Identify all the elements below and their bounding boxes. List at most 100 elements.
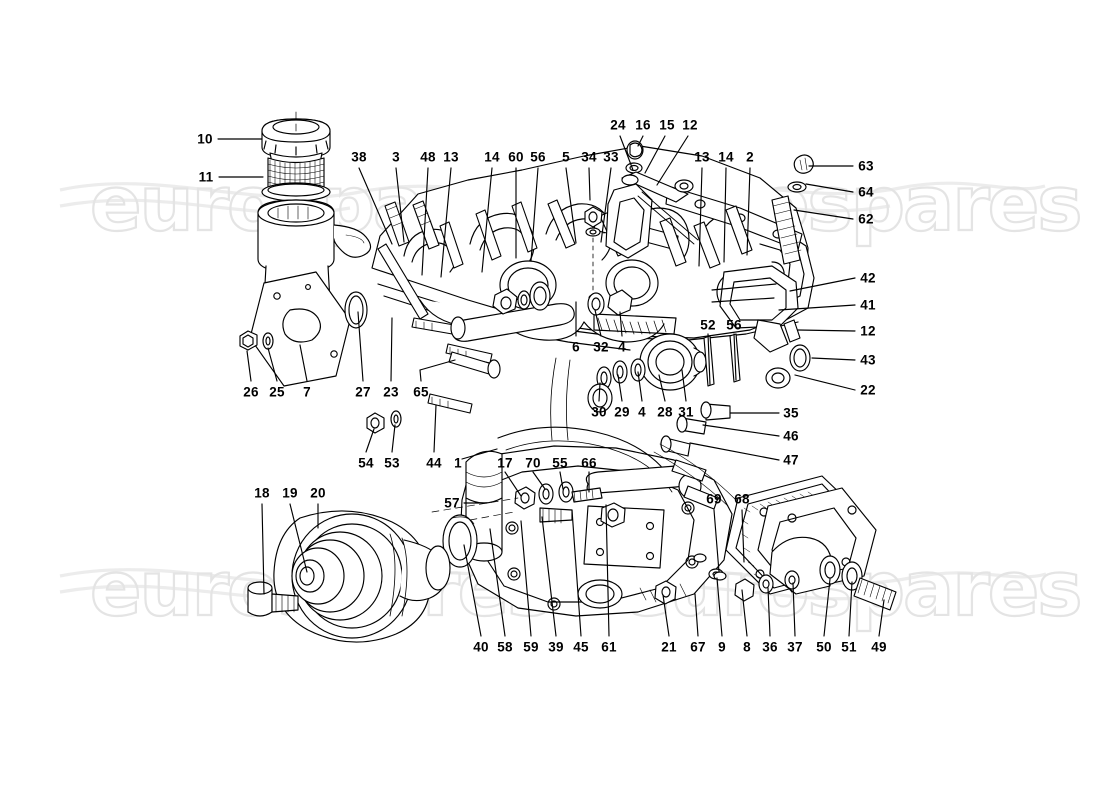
- callout-number-52[interactable]: 52: [700, 317, 716, 333]
- callout-number-1[interactable]: 1: [454, 455, 462, 471]
- leader-line-15: [644, 135, 666, 174]
- leader-line-3: [395, 167, 405, 243]
- callout-number-59[interactable]: 59: [523, 639, 539, 655]
- callout-number-14[interactable]: 14: [484, 149, 500, 165]
- callout-number-62[interactable]: 62: [858, 211, 874, 227]
- callout-number-53[interactable]: 53: [384, 455, 400, 471]
- callout-number-10[interactable]: 10: [197, 131, 213, 147]
- callout-number-40[interactable]: 40: [473, 639, 489, 655]
- callout-number-27[interactable]: 27: [355, 384, 371, 400]
- callout-number-49[interactable]: 49: [871, 639, 887, 655]
- callout-number-14[interactable]: 14: [718, 149, 734, 165]
- leader-line-38: [358, 167, 393, 245]
- callout-number-18[interactable]: 18: [254, 485, 270, 501]
- callout-number-22[interactable]: 22: [860, 382, 876, 398]
- part-spacers-30-29: [587, 358, 646, 413]
- callout-number-2[interactable]: 2: [746, 149, 754, 165]
- leader-line-30: [598, 382, 601, 402]
- callout-number-31[interactable]: 31: [678, 404, 694, 420]
- part-fasteners-17-70-55-66: [514, 465, 702, 528]
- callout-number-16[interactable]: 16: [635, 117, 651, 133]
- callout-number-41[interactable]: 41: [860, 297, 876, 313]
- callout-number-26[interactable]: 26: [243, 384, 259, 400]
- callout-number-42[interactable]: 42: [860, 270, 876, 286]
- callout-number-6[interactable]: 6: [572, 339, 580, 355]
- callout-number-15[interactable]: 15: [659, 117, 675, 133]
- callout-number-12[interactable]: 12: [682, 117, 698, 133]
- callout-number-67[interactable]: 67: [690, 639, 706, 655]
- callout-number-5[interactable]: 5: [562, 149, 570, 165]
- leader-line-58: [489, 528, 506, 637]
- callout-number-35[interactable]: 35: [783, 405, 799, 421]
- leader-line-19: [289, 503, 308, 573]
- callout-number-65[interactable]: 65: [413, 384, 429, 400]
- callout-number-17[interactable]: 17: [497, 455, 513, 471]
- callout-number-37[interactable]: 37: [787, 639, 803, 655]
- callout-number-21[interactable]: 21: [661, 639, 677, 655]
- leader-line-12: [797, 329, 856, 332]
- leader-line-13: [440, 167, 452, 278]
- callout-number-30[interactable]: 30: [591, 404, 607, 420]
- callout-number-36[interactable]: 36: [762, 639, 778, 655]
- leader-line-54: [365, 428, 375, 453]
- callout-number-4[interactable]: 4: [638, 404, 646, 420]
- callout-number-48[interactable]: 48: [420, 149, 436, 165]
- callout-number-23[interactable]: 23: [383, 384, 399, 400]
- callout-number-46[interactable]: 46: [783, 428, 799, 444]
- callout-number-50[interactable]: 50: [816, 639, 832, 655]
- callout-number-56[interactable]: 56: [530, 149, 546, 165]
- callout-number-70[interactable]: 70: [525, 455, 541, 471]
- leader-line-22: [794, 374, 856, 391]
- callout-number-20[interactable]: 20: [310, 485, 326, 501]
- callout-number-12[interactable]: 12: [860, 323, 876, 339]
- part-washer-32: [587, 289, 633, 316]
- callout-number-39[interactable]: 39: [548, 639, 564, 655]
- part-oring-43: [789, 344, 811, 372]
- callout-number-28[interactable]: 28: [657, 404, 673, 420]
- callout-number-45[interactable]: 45: [573, 639, 589, 655]
- callout-number-55[interactable]: 55: [552, 455, 568, 471]
- part-washers-69: [693, 553, 727, 581]
- callout-number-13[interactable]: 13: [694, 149, 710, 165]
- leader-line-48: [421, 167, 429, 276]
- callout-number-60[interactable]: 60: [508, 149, 524, 165]
- callout-number-33[interactable]: 33: [603, 149, 619, 165]
- callout-number-68[interactable]: 68: [734, 491, 750, 507]
- callout-number-3[interactable]: 3: [392, 149, 400, 165]
- callout-number-44[interactable]: 44: [426, 455, 442, 471]
- callout-number-54[interactable]: 54: [358, 455, 374, 471]
- callout-number-38[interactable]: 38: [351, 149, 367, 165]
- callout-number-56[interactable]: 56: [726, 317, 742, 333]
- callout-number-32[interactable]: 32: [593, 339, 609, 355]
- callout-number-58[interactable]: 58: [497, 639, 513, 655]
- callout-number-25[interactable]: 25: [269, 384, 285, 400]
- callout-number-66[interactable]: 66: [581, 455, 597, 471]
- callout-number-29[interactable]: 29: [614, 404, 630, 420]
- callout-number-7[interactable]: 7: [303, 384, 311, 400]
- leader-line-52: [707, 333, 711, 386]
- callout-number-24[interactable]: 24: [610, 117, 626, 133]
- callout-number-4[interactable]: 4: [618, 339, 626, 355]
- callout-number-57[interactable]: 57: [444, 495, 460, 511]
- leader-line-68: [741, 509, 745, 563]
- leader-line-70: [532, 471, 546, 490]
- callout-number-47[interactable]: 47: [783, 452, 799, 468]
- callout-number-8[interactable]: 8: [743, 639, 751, 655]
- callout-number-11[interactable]: 11: [198, 169, 214, 185]
- callout-number-64[interactable]: 64: [858, 184, 874, 200]
- callout-number-34[interactable]: 34: [581, 149, 597, 165]
- part-washer-64: [787, 181, 807, 193]
- leader-line-14: [481, 167, 493, 273]
- leader-line-12: [656, 135, 689, 186]
- callout-number-61[interactable]: 61: [601, 639, 617, 655]
- callout-number-13[interactable]: 13: [443, 149, 459, 165]
- callout-number-19[interactable]: 19: [282, 485, 298, 501]
- callout-number-51[interactable]: 51: [841, 639, 857, 655]
- callout-number-9[interactable]: 9: [718, 639, 726, 655]
- callout-number-43[interactable]: 43: [860, 352, 876, 368]
- leader-line-42: [789, 277, 856, 292]
- callout-number-69[interactable]: 69: [706, 491, 722, 507]
- callout-number-63[interactable]: 63: [858, 158, 874, 174]
